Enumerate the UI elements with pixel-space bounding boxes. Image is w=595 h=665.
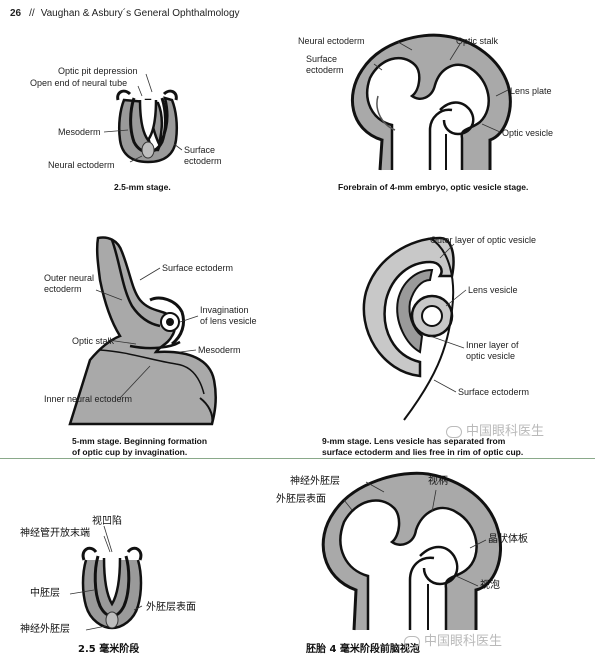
fig3-label-outer-2: ectoderm [44, 284, 82, 294]
header-separator: // [29, 8, 35, 19]
bfig1-label-open-end: 神经管开放末端 [20, 528, 90, 539]
bfig1-leaders [69, 525, 143, 631]
fig1-leaders [103, 73, 183, 163]
bfig2-label-optic-vesicle: 视泡 [480, 580, 500, 591]
bfig1-label-surface: 外胚层表面 [146, 602, 196, 613]
bfig2-label-optic-stalk: 视柄 [428, 476, 448, 487]
fig3-leaders [95, 267, 199, 399]
fig3-label-mesoderm: Mesoderm [198, 345, 241, 355]
bfig1-neural-tube [81, 546, 143, 630]
fig3-label-invag-1: Invagination [200, 305, 249, 315]
watermark-1: 中国眼科医生 [446, 420, 544, 439]
fig4-label-outer-layer: Outer layer of optic vesicle [430, 235, 537, 245]
fig4-leaders [429, 243, 467, 393]
fig1-label-neural: Neural ectoderm [48, 160, 115, 170]
bfig2-caption: 胚胎 4 毫米阶段前脑视泡 [306, 644, 420, 655]
fig1-label-optic-pit: Optic pit depression [58, 66, 138, 76]
watermark-1-text: 中国眼科医生 [466, 424, 545, 439]
fig2-label-optic-vesicle: Optic vesicle [502, 128, 554, 138]
fig2-caption: Forebrain of 4-mm embryo, optic vesicle … [338, 182, 529, 192]
bfig2-label-lens-plate: 晶状体板 [488, 534, 528, 545]
fig4-caption-1: 9-mm stage. Lens vesicle has separated f… [322, 436, 506, 446]
fig3-optic-cup [68, 236, 217, 426]
bfig1-label-optic-pit: 视凹陷 [92, 516, 122, 527]
fig4-label-inner-1: Inner layer of [466, 340, 519, 350]
fig3-label-outer-1: Outer neural [44, 273, 95, 283]
watermark-2-text: 中国眼科医生 [424, 634, 503, 649]
fig2-label-surface-2: ectoderm [306, 65, 344, 75]
watermark-2: 中国眼科医生 [404, 630, 502, 649]
fig2-label-optic-stalk: Optic stalk [456, 36, 499, 46]
bfig2-label-surface: 外胚层表面 [276, 494, 326, 505]
fig1-caption: 2.5-mm stage. [114, 182, 171, 192]
bfig1-label-mesoderm: 中胚层 [30, 588, 60, 599]
fig3-caption-1: 5-mm stage. Beginning formation [72, 436, 208, 446]
fig2-forebrain [350, 33, 512, 171]
bfig1-caption: 2.5 毫米阶段 [78, 644, 140, 655]
fig4-caption-2: surface ectoderm and lies free in rim of… [322, 447, 524, 457]
fig3-label-surface: Surface ectoderm [162, 263, 234, 273]
fig4-label-surface: Surface ectoderm [458, 387, 530, 397]
book-title: Vaughan & Asbury´s General Ophthalmology [40, 8, 240, 19]
fig4-lens-vesicle [362, 236, 455, 421]
page-number: 26 [10, 8, 22, 19]
fig4-label-inner-2: optic vesicle [466, 351, 516, 361]
fig1-label-surface: Surface [184, 145, 216, 155]
fig3-label-optic-stalk: Optic stalk [72, 336, 115, 346]
watermark-chat-icon-2 [404, 635, 420, 648]
bfig2-leaders [343, 481, 487, 587]
fig2-leaders [373, 41, 509, 133]
fig4-label-lens-vesicle: Lens vesicle [468, 285, 518, 295]
fig1-label-surface-2: ectoderm [184, 156, 222, 166]
fig1-neural-tube [116, 89, 179, 164]
fig2-label-neural: Neural ectoderm [298, 36, 365, 46]
fig3-label-invag-2: of lens vesicle [200, 316, 257, 326]
fig2-label-lens-plate: Lens plate [510, 86, 552, 96]
fig3-caption-2: of optic cup by invagination. [72, 447, 188, 457]
fig1-label-mesoderm: Mesoderm [58, 127, 101, 137]
bfig2-label-neural: 神经外胚层 [290, 476, 340, 487]
watermark-chat-icon [446, 425, 462, 438]
fig2-label-surface: Surface [306, 54, 338, 64]
bfig2-forebrain [321, 471, 503, 631]
fig1-label-open-end: Open end of neural tube [30, 78, 128, 88]
bfig1-label-neural: 神经外胚层 [20, 624, 70, 635]
fig3-label-inner: Inner neural ectoderm [44, 394, 133, 404]
section-divider [0, 458, 595, 459]
page-header: 26 // Vaughan & Asbury´s General Ophthalmo… [10, 8, 240, 19]
